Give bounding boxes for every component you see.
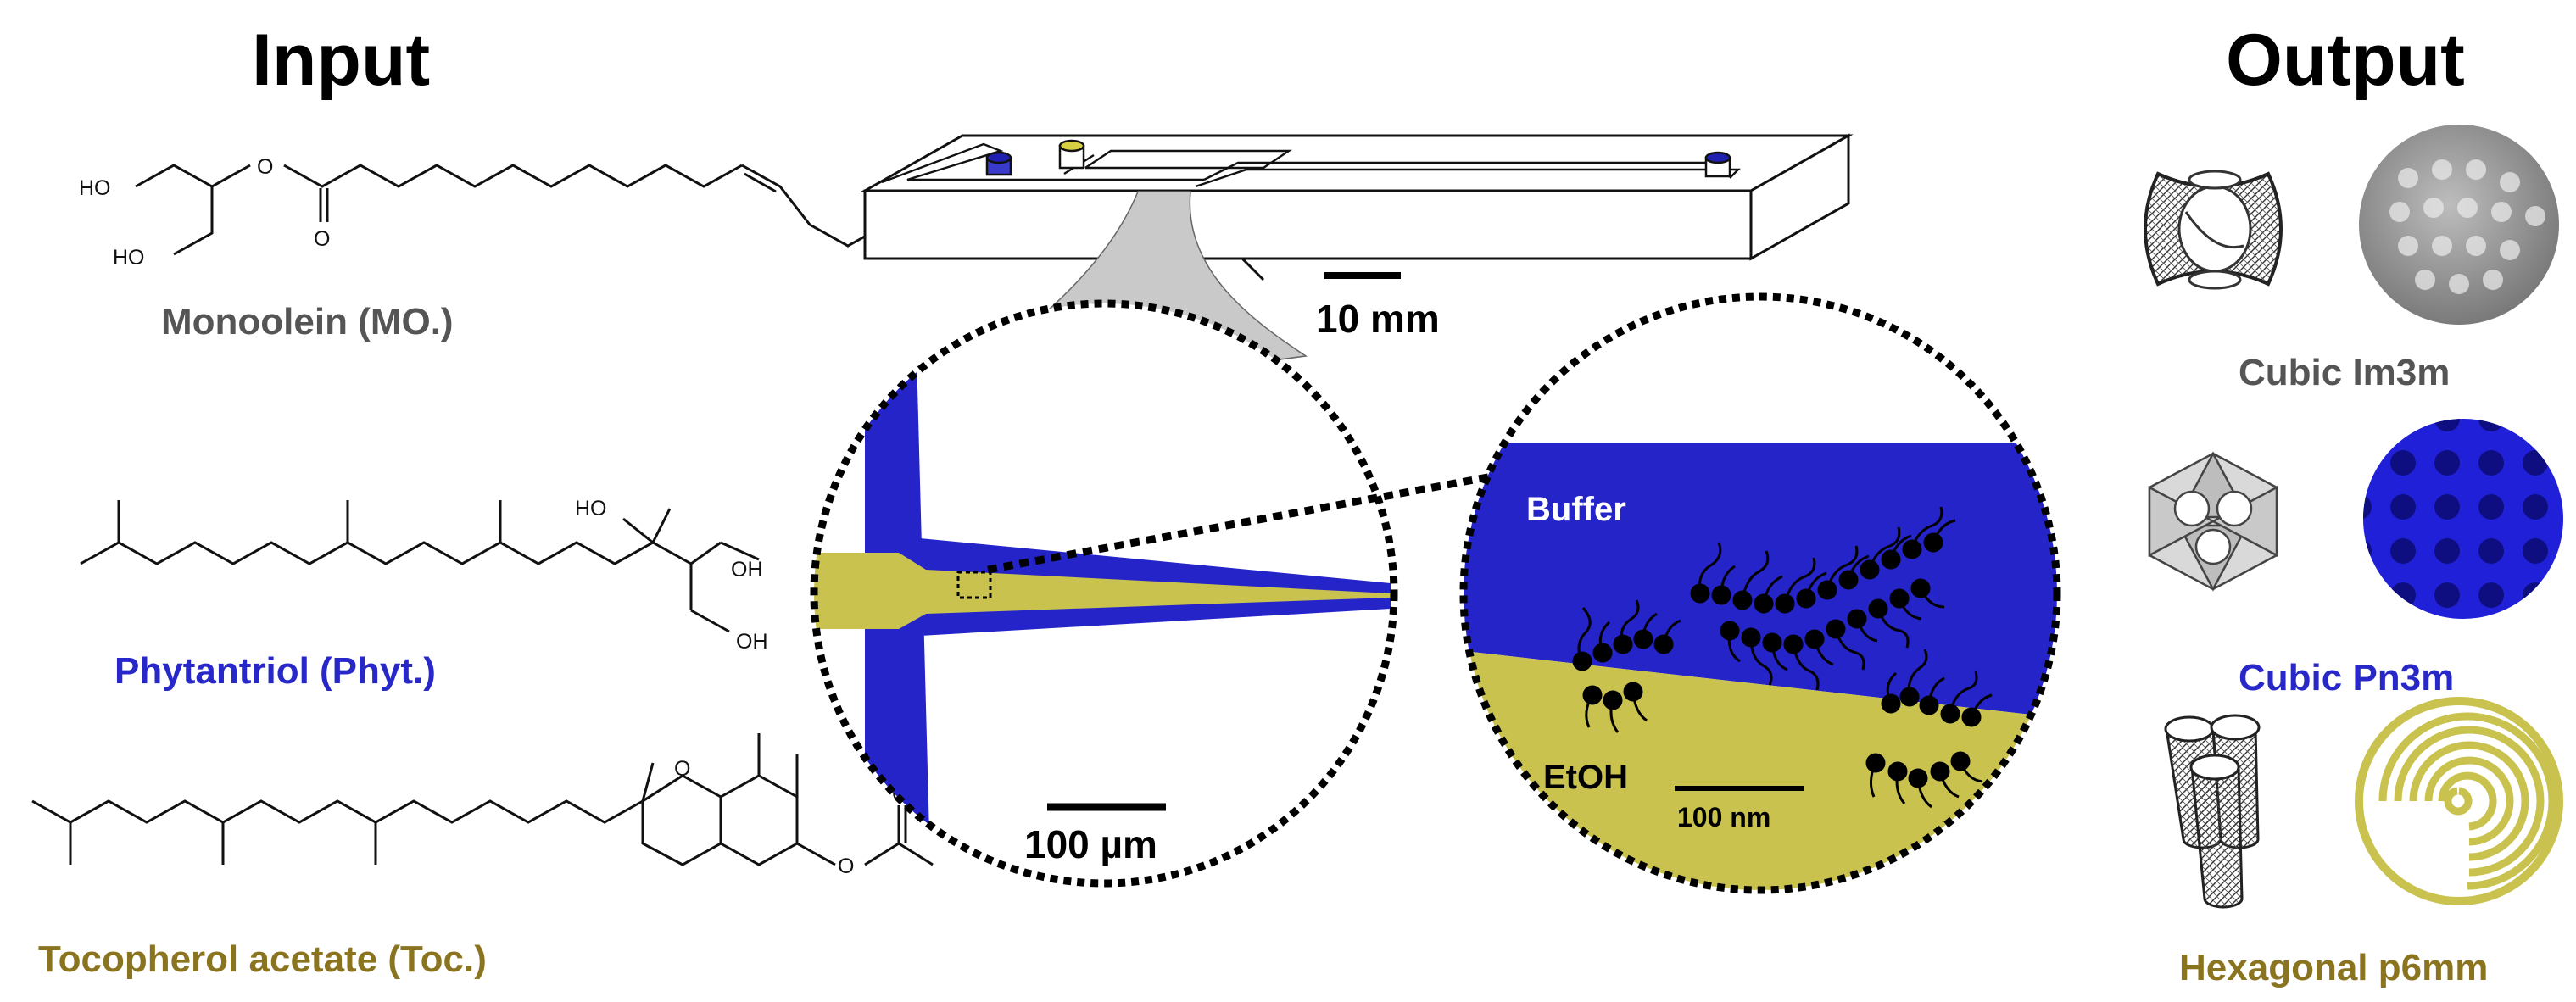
pn3m-unit-cell (2148, 451, 2278, 592)
p6mm-unit-cell (2164, 714, 2261, 909)
channel-scale-label: 100 µm (1024, 822, 1157, 866)
phase-label-im3m: Cubic Im3m (2239, 352, 2451, 393)
ethanol-label: EtOH (1543, 759, 1628, 796)
im3m-particle (2359, 125, 2559, 325)
chip-inlet-ports (985, 139, 1731, 178)
ester-oxygen-label: O (838, 854, 854, 878)
buffer-label: Buffer (1526, 491, 1626, 528)
molecular-scale-label: 100 nm (1677, 802, 1770, 832)
ester-oxygen-label: O (257, 155, 273, 179)
hydroxyl-label: HO (113, 246, 145, 270)
monoolein-atoms: HO HO O O (79, 155, 330, 270)
input-heading: Input (252, 19, 431, 101)
hydroxyl-label: OH (736, 630, 768, 654)
molecular-interface-border (1459, 292, 2061, 894)
zoom-connector (987, 472, 1493, 574)
hydroxyl-label: OH (731, 558, 763, 582)
phase-label-p6mm: Hexagonal p6mm (2179, 947, 2489, 988)
im3m-unit-cell (2144, 170, 2283, 290)
molecular-interface-view (1464, 297, 2057, 890)
tocopherol-label: Tocopherol acetate (Toc.) (38, 938, 487, 980)
phase-label-pn3m: Cubic Pn3m (2239, 657, 2455, 699)
monoolein-label: Monoolein (MO.) (161, 301, 454, 342)
hydroxyl-label: HO (79, 176, 111, 200)
phytantriol-atoms: HO OH OH (575, 497, 768, 654)
output-heading: Output (2226, 19, 2465, 101)
channel-junction-border (810, 299, 1398, 888)
phytantriol-structure (80, 500, 760, 633)
ring-oxygen-label: O (674, 757, 690, 781)
lipid-molecules (1572, 506, 1993, 809)
chip-scale-label: 10 mm (1316, 297, 1440, 341)
microfluidic-chip (860, 133, 1854, 261)
phytantriol-label: Phytantriol (Phyt.) (114, 650, 436, 692)
p6mm-particle (2355, 697, 2563, 905)
hydroxyl-label: HO (575, 497, 607, 520)
channel-junction-view (814, 303, 1394, 883)
pn3m-particle (2363, 419, 2563, 619)
carbonyl-oxygen-label: O (314, 227, 330, 251)
tocopherol-structure (31, 733, 934, 866)
